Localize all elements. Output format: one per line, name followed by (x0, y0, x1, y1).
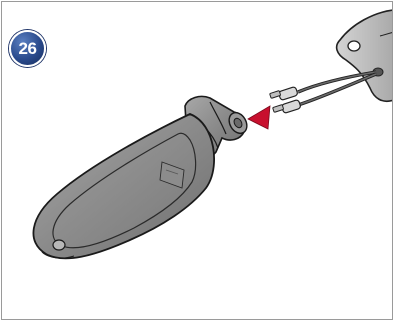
connection-arrow-icon (247, 105, 271, 130)
turn-signal-body (32, 95, 248, 260)
step-number: 26 (18, 38, 37, 58)
step-number-badge: 26 (9, 30, 46, 67)
wire-connector-top (269, 86, 298, 101)
mounting-bracket (335, 9, 392, 103)
wiring-harness (297, 70, 377, 107)
wire-connector-bottom (272, 99, 301, 114)
